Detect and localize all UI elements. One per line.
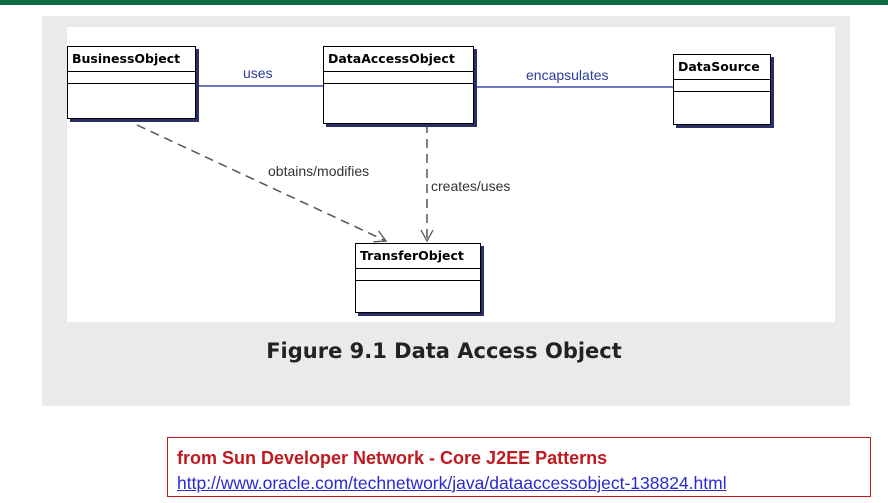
- data-access-object-name: DataAccessObject: [324, 47, 473, 72]
- figure-caption: Figure 9.1 Data Access Object: [0, 339, 888, 363]
- transfer-object-attributes: [356, 269, 480, 281]
- figure-caption-text: Figure 9.1 Data Access Object: [266, 339, 622, 363]
- business-object-attributes: [68, 72, 195, 84]
- transfer-object-class: TransferObject: [355, 243, 481, 313]
- transfer-object-name: TransferObject: [356, 244, 480, 269]
- source-box: from Sun Developer Network - Core J2EE P…: [167, 437, 871, 497]
- data-source-name: DataSource: [674, 55, 770, 80]
- top-accent-bar: [0, 0, 888, 5]
- creates-uses-label: creates/uses: [431, 178, 511, 194]
- data-access-object-class: DataAccessObject: [323, 46, 474, 124]
- encapsulates-label: encapsulates: [526, 67, 609, 83]
- source-link[interactable]: http://www.oracle.com/technetwork/java/d…: [177, 473, 727, 493]
- data-source-attributes: [674, 80, 770, 92]
- data-access-object-attributes: [324, 72, 473, 84]
- source-title: from Sun Developer Network - Core J2EE P…: [177, 448, 608, 468]
- business-object-name: BusinessObject: [68, 47, 195, 72]
- uses-label: uses: [243, 65, 273, 81]
- obtains-modifies-dependency: [136, 124, 388, 243]
- data-source-class: DataSource: [673, 54, 771, 125]
- business-object-class: BusinessObject: [67, 46, 196, 119]
- obtains-modifies-label: obtains/modifies: [268, 163, 370, 179]
